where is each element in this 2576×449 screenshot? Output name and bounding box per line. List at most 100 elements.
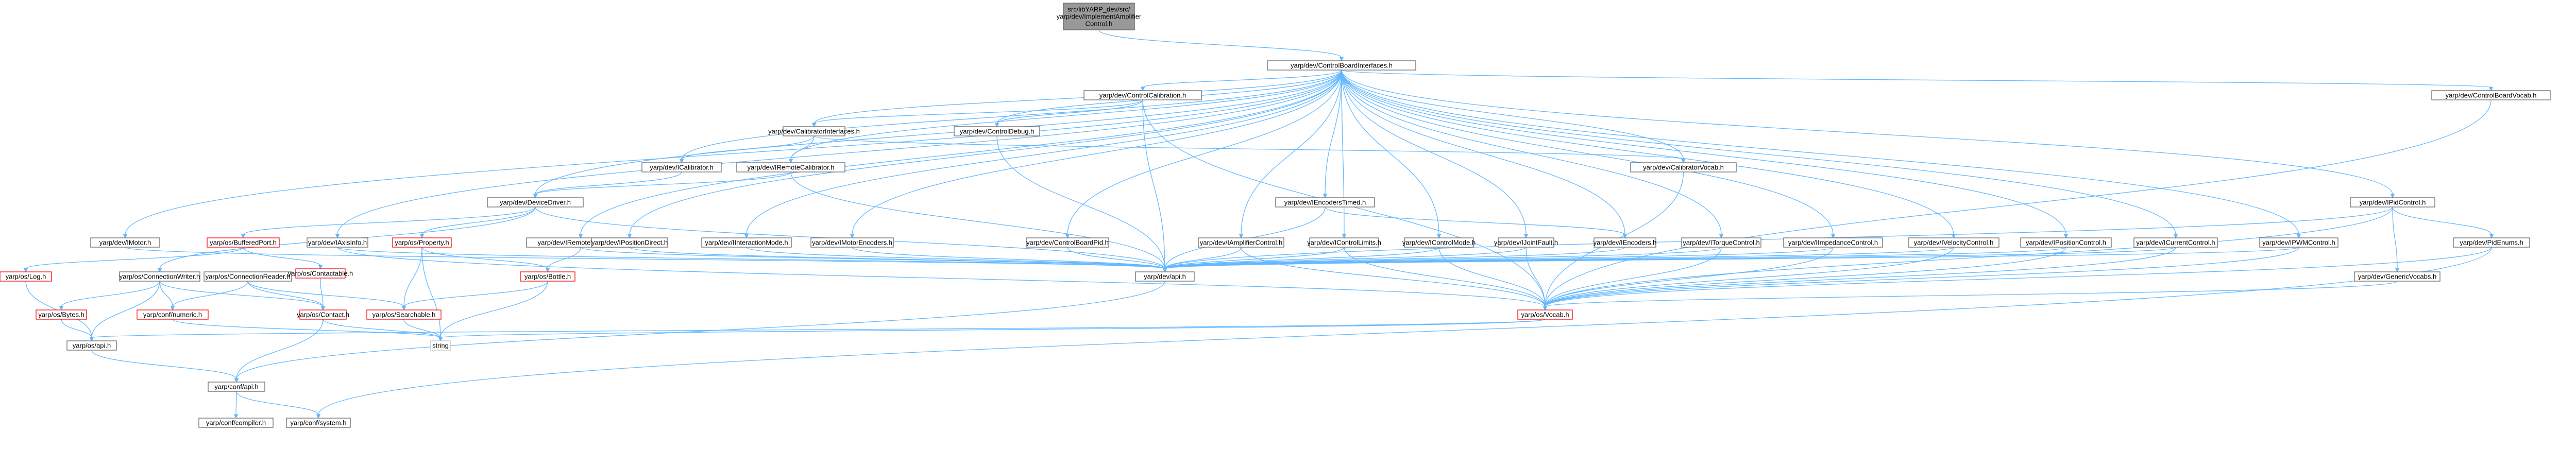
node-calvocab[interactable]: yarp/dev/CalibratorVocab.h [1630, 162, 1737, 172]
node-iconnw[interactable]: yarp/os/ConnectionWriter.h [119, 271, 200, 282]
node-confapi[interactable]: yarp/conf/api.h [208, 382, 265, 392]
edge-line [1341, 70, 2299, 235]
node-ivc[interactable]: yarp/dev/IVelocityControl.h [1908, 237, 1999, 248]
node-box [1783, 237, 1883, 248]
node-cbpid[interactable]: yarp/dev/ControlBoardPid.h [1026, 237, 1109, 248]
node-bottle[interactable]: yarp/os/Bottle.h [520, 271, 575, 282]
node-label: yarp/dev/DeviceDriver.h [500, 199, 571, 206]
node-genvocabs[interactable]: yarp/dev/GenericVocabs.h [2354, 271, 2441, 282]
edge-line [547, 247, 581, 269]
node-label: yarp/os/api.h [73, 342, 111, 350]
edge-line [323, 319, 441, 338]
dependency-edge [159, 281, 175, 311]
node-iic[interactable]: yarp/dev/IImpedanceControl.h [1783, 237, 1883, 248]
node-ipwm[interactable]: yarp/dev/IPWMControl.h [2259, 237, 2338, 248]
node-itc[interactable]: yarp/dev/ITorqueControl.h [1681, 237, 1761, 248]
node-vocab[interactable]: yarp/os/Vocab.h [1517, 309, 1573, 320]
node-label: yarp/dev/ControlBoardPid.h [1026, 239, 1109, 247]
dependency-edge [403, 319, 443, 342]
node-contactable[interactable]: yarp/os/Contactable.h [288, 268, 353, 279]
node-osapi[interactable]: yarp/os/api.h [66, 340, 117, 351]
node-pid[interactable]: yarp/dev/IPidControl.h [2350, 197, 2435, 208]
edge-line [1067, 247, 1165, 269]
node-ccal[interactable]: yarp/dev/ControlCalibration.h [1083, 90, 1202, 100]
edge-line [1164, 247, 1722, 269]
node-prop[interactable]: yarp/os/Property.h [392, 237, 452, 248]
dependency-edge [788, 135, 815, 164]
node-icl[interactable]: yarp/dev/IControlLimits.h [1307, 237, 1381, 248]
dependency-edge [533, 171, 791, 199]
node-encT[interactable]: yarp/dev/IEncodersTimed.h [1275, 197, 1375, 208]
node-searchable[interactable]: yarp/os/Searchable.h [366, 309, 442, 320]
node-pidenums[interactable]: yarp/dev/PidEnums.h [2453, 237, 2530, 248]
node-ical[interactable]: yarp/dev/ICalibrator.h [641, 162, 722, 172]
node-system[interactable]: yarp/conf/system.h [286, 418, 351, 428]
edge-line [159, 281, 324, 307]
node-iaxis[interactable]: yarp/dev/IAxisInfo.h [307, 237, 368, 248]
node-icc[interactable]: yarp/dev/ICurrentControl.h [2133, 237, 2218, 248]
edge-arrowhead [1140, 87, 1145, 92]
edge-line [61, 281, 160, 307]
node-bytes[interactable]: yarp/os/Bytes.h [36, 309, 87, 320]
node-iamp[interactable]: yarp/dev/IAmplifierControl.h [1198, 237, 1284, 248]
node-contact[interactable]: yarp/os/Contact.h [297, 309, 349, 320]
edge-line [320, 278, 324, 307]
node-box [783, 126, 845, 136]
node-box [90, 237, 160, 248]
node-ipc[interactable]: yarp/dev/IPositionControl.h [2020, 237, 2112, 248]
edge-line [1344, 247, 1546, 307]
edge-arrowhead [1065, 234, 1070, 239]
node-label: yarp/os/Bottle.h [524, 273, 571, 281]
node-box [1630, 162, 1737, 172]
edge-line [852, 70, 1342, 235]
node-box [1517, 309, 1573, 320]
node-compiler[interactable]: yarp/conf/compiler.h [198, 418, 274, 428]
node-devapi[interactable]: yarp/dev/api.h [1135, 271, 1195, 282]
node-ime[interactable]: yarp/dev/IMotorEncoders.h [810, 237, 894, 248]
node-ijf[interactable]: yarp/dev/IJointFault.h [1494, 237, 1558, 248]
edge-arrowhead [627, 234, 632, 239]
node-cbi[interactable]: yarp/dev/ControlBoardInterfaces.h [1267, 60, 1416, 71]
edge-line [1325, 70, 1342, 195]
node-irc[interactable]: yarp/dev/IRemoteCalibrator.h [736, 162, 845, 172]
edge-arrowhead [679, 159, 684, 164]
node-root[interactable]: src/libYARP_dev/src/yarp/dev/ImplementAm… [1057, 3, 1142, 30]
dependency-edge [1341, 70, 1529, 239]
dependency-edge [996, 135, 1167, 273]
edge-line [790, 171, 1165, 269]
edge-arrowhead [811, 123, 817, 128]
dependency-edge [59, 281, 160, 311]
node-cbvocab[interactable]: yarp/dev/ControlBoardVocab.h [2431, 90, 2551, 100]
node-box [1135, 271, 1195, 282]
edge-line [996, 135, 1165, 269]
node-iconnr[interactable]: yarp/os/ConnectionReader.h [204, 271, 292, 282]
node-label: yarp/dev/IEncodersTimed.h [1284, 199, 1366, 206]
node-ipd[interactable]: yarp/dev/IPositionDirect.h [591, 237, 668, 248]
node-cenums[interactable]: yarp/conf/numeric.h [137, 309, 209, 320]
edge-arrowhead [2063, 234, 2069, 239]
node-calif[interactable]: yarp/dev/CalibratorInterfaces.h [768, 126, 860, 136]
node-label: yarp/os/ConnectionReader.h [206, 273, 291, 281]
node-icm[interactable]: yarp/dev/IControlMode.h [1402, 237, 1476, 248]
edge-arrowhead [23, 268, 28, 273]
dependency-edge [578, 70, 1342, 239]
node-log[interactable]: yarp/os/Log.h [0, 271, 52, 282]
node-iim[interactable]: yarp/dev/IInteractionMode.h [701, 237, 792, 248]
node-dd[interactable]: yarp/dev/DeviceDriver.h [487, 197, 584, 208]
edge-line [2392, 206, 2398, 269]
node-label: yarp/os/Contact.h [297, 311, 349, 319]
node-cdebug[interactable]: yarp/dev/ControlDebug.h [954, 126, 1040, 136]
node-bport[interactable]: yarp/os/BufferedPort.h [207, 237, 280, 248]
node-label: yarp/dev/IPositionDirect.h [591, 239, 668, 247]
node-box [2453, 237, 2530, 248]
edge-line [2392, 206, 2492, 235]
dependency-edge [1341, 70, 2069, 239]
node-string: string [430, 340, 451, 351]
edge-line [1341, 70, 2492, 88]
node-ienc[interactable]: yarp/dev/IEncoders.h [1594, 237, 1657, 248]
edge-line [1545, 247, 2299, 307]
dependency-edge [850, 70, 1342, 239]
dependency-edge [2392, 206, 2400, 273]
node-imotor[interactable]: yarp/dev/IMotor.h [90, 237, 160, 248]
edge-line [91, 350, 237, 379]
